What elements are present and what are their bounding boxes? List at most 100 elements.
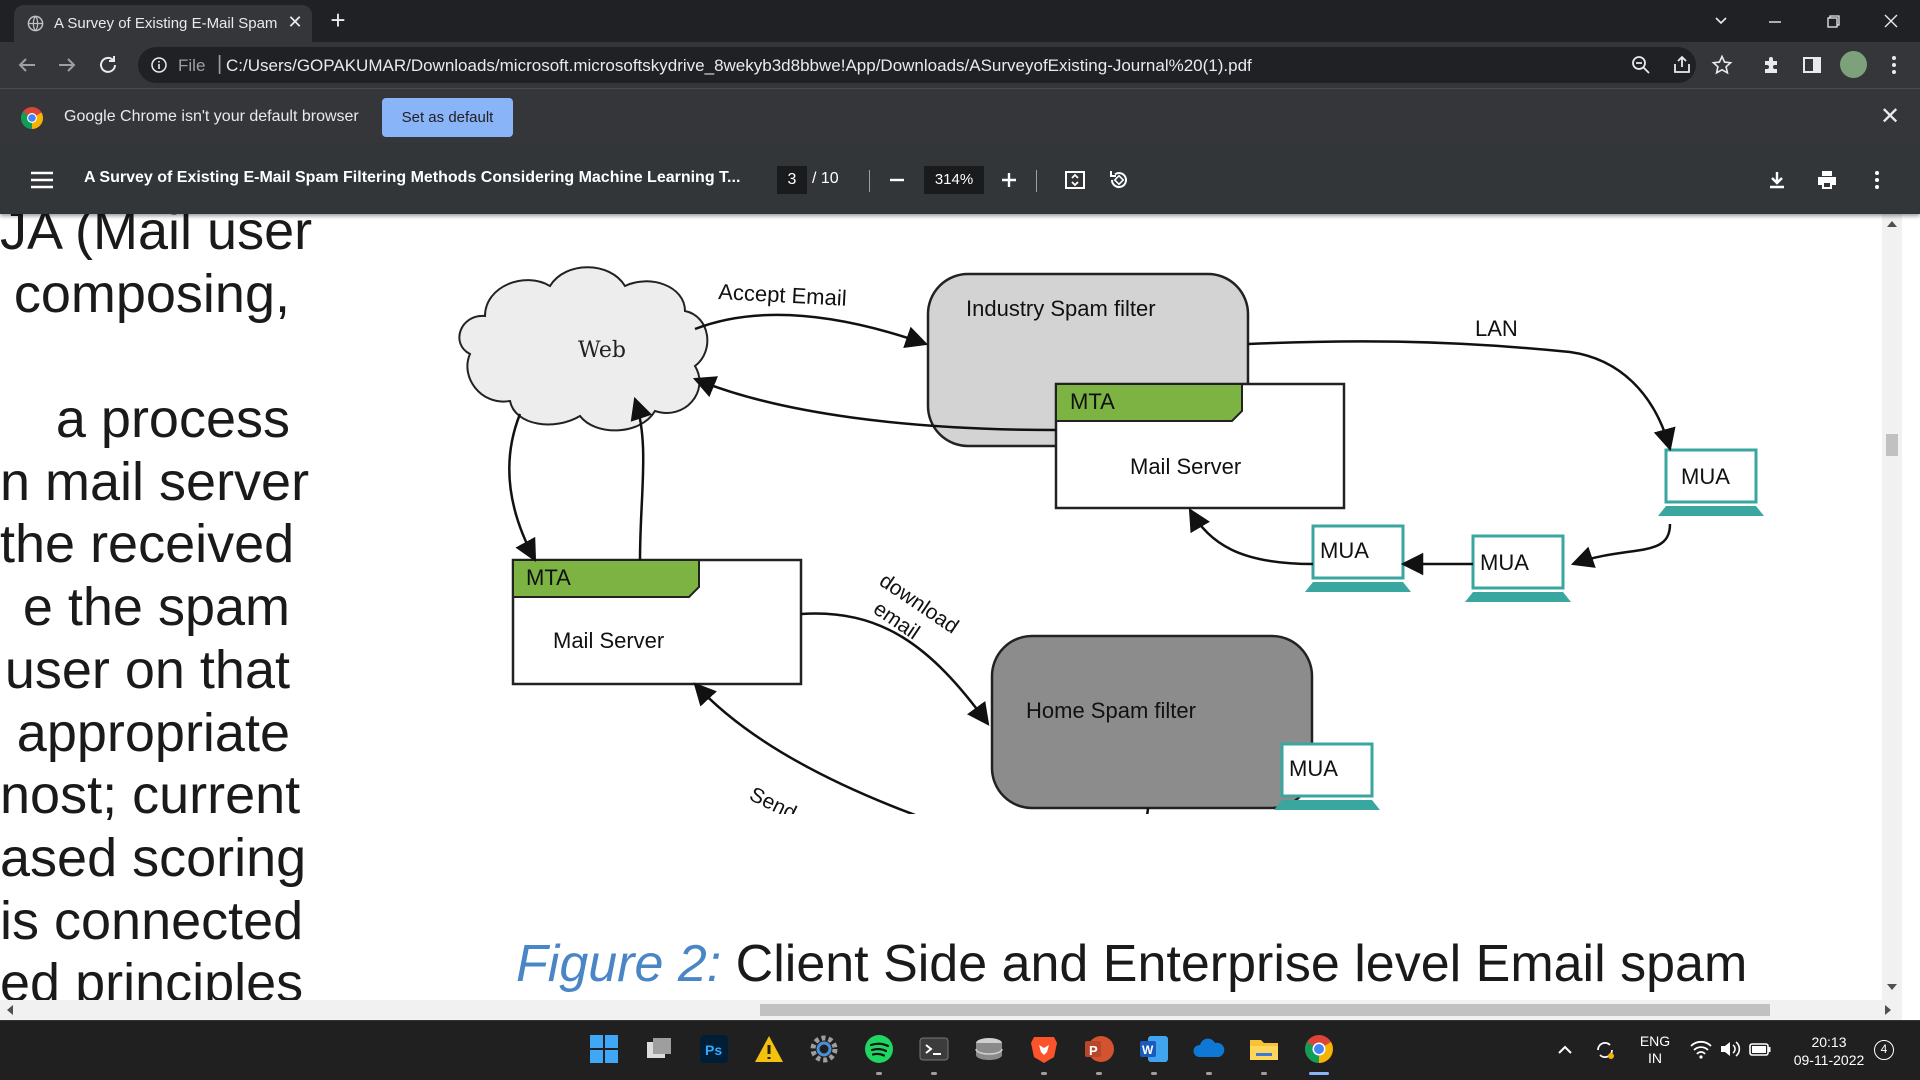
language-indicator[interactable]: ENG IN	[1632, 1033, 1678, 1067]
scroll-right-icon[interactable]	[1885, 1005, 1893, 1015]
notification-badge[interactable]: 4	[1874, 1040, 1894, 1060]
fit-page-icon[interactable]	[1063, 168, 1087, 192]
task-view-icon[interactable]	[643, 1033, 675, 1065]
clock[interactable]: 20:13 09-11-2022	[1786, 1033, 1872, 1069]
toolbar-divider	[1036, 170, 1037, 192]
rotate-icon[interactable]	[1107, 168, 1131, 192]
file-explorer-icon[interactable]	[1248, 1033, 1280, 1065]
horizontal-scrollbar[interactable]	[0, 1000, 1902, 1020]
running-indicator	[1151, 1072, 1157, 1075]
zoom-in-icon[interactable]	[997, 168, 1021, 192]
toolbar-divider	[869, 170, 870, 192]
vertical-scrollbar[interactable]	[1882, 214, 1902, 1000]
side-panel-icon[interactable]	[1801, 54, 1823, 76]
running-indicator	[1206, 1072, 1212, 1075]
lan-label: LAN	[1475, 316, 1518, 341]
mua-terminal-mid: MUA	[1465, 534, 1571, 602]
pdf-viewport[interactable]: JA (Mail user composing, a process n mai…	[0, 214, 1882, 1000]
more-options-icon[interactable]	[1865, 168, 1889, 192]
close-window-icon[interactable]	[1876, 6, 1906, 36]
back-icon[interactable]	[13, 51, 41, 79]
scroll-down-icon[interactable]	[1887, 984, 1897, 992]
hamburger-menu-icon[interactable]	[29, 168, 55, 192]
mta-left-label: MTA	[526, 565, 571, 590]
chevron-up-icon[interactable]	[1557, 1043, 1573, 1055]
clock-time: 20:13	[1811, 1034, 1847, 1050]
powerpoint-icon[interactable]: P	[1083, 1033, 1115, 1065]
new-tab-button[interactable]: +	[330, 5, 346, 35]
photoshop-icon[interactable]: Ps	[698, 1033, 730, 1065]
start-menu-icon[interactable]	[588, 1033, 620, 1065]
chrome-taskbar-icon[interactable]	[1303, 1033, 1335, 1065]
info-icon[interactable]	[150, 56, 168, 74]
pdf-title: A Survey of Existing E-Mail Spam Filteri…	[84, 169, 741, 186]
mail-server-top: MTA Mail Server	[1054, 382, 1346, 510]
infobar-close-icon[interactable]: ✕	[1879, 103, 1901, 130]
tab-search-icon[interactable]	[1706, 6, 1736, 36]
zoom-out-icon[interactable]	[885, 168, 909, 192]
home-spam-filter: Home Spam filter	[990, 634, 1314, 810]
url-scheme: File	[178, 56, 206, 75]
web-label: Web	[578, 338, 626, 363]
active-app-indicator	[1309, 1072, 1329, 1075]
mua-mid-label: MUA	[1480, 550, 1529, 575]
volume-icon[interactable]	[1719, 1039, 1741, 1059]
scroll-left-icon[interactable]	[5, 1005, 13, 1015]
spotify-icon[interactable]	[863, 1033, 895, 1065]
page-number-input[interactable]: 3	[777, 166, 807, 194]
body-line	[0, 325, 290, 388]
pdf-toolbar: A Survey of Existing E-Mail Spam Filteri…	[0, 146, 1920, 214]
infobar-message: Google Chrome isn't your default browser	[64, 108, 359, 125]
language-code: ENG	[1639, 1033, 1671, 1049]
terminal-icon[interactable]	[918, 1033, 950, 1065]
url-text[interactable]: C:/Users/GOPAKUMAR/Downloads/microsoft.m…	[226, 56, 1252, 75]
zoom-level-input[interactable]: 314%	[924, 166, 984, 194]
download-icon[interactable]	[1765, 168, 1789, 192]
chrome-menu-icon[interactable]	[1883, 54, 1905, 76]
battery-icon[interactable]	[1748, 1039, 1772, 1059]
warning-app-icon[interactable]	[753, 1033, 785, 1065]
tab-strip: A Survey of Existing E-Mail Spam ✕ +	[0, 0, 1920, 42]
brave-browser-icon[interactable]	[1028, 1033, 1060, 1065]
body-line: ased scoring	[0, 827, 307, 888]
industry-spam-filter-label: Industry Spam filter	[966, 296, 1156, 321]
mail-server-left: MTA Mail Server	[511, 558, 803, 686]
horizontal-scroll-thumb[interactable]	[760, 1004, 1770, 1016]
tab-active[interactable]: A Survey of Existing E-Mail Spam ✕	[14, 5, 312, 42]
windows-taskbar: Ps P	[0, 1020, 1920, 1080]
body-line: n mail server	[0, 451, 310, 512]
disk-drive-icon[interactable]	[973, 1033, 1005, 1065]
restore-icon[interactable]	[1818, 6, 1848, 36]
address-bar[interactable]: File | C:/Users/GOPAKUMAR/Downloads/micr…	[138, 47, 1696, 83]
default-browser-infobar: Google Chrome isn't your default browser…	[0, 88, 1920, 146]
tab-close-icon[interactable]: ✕	[287, 12, 303, 32]
body-line: nost; current	[0, 765, 301, 826]
vertical-scroll-thumb[interactable]	[1886, 434, 1898, 456]
print-icon[interactable]	[1815, 168, 1839, 192]
bookmark-star-icon[interactable]	[1711, 54, 1733, 76]
share-icon[interactable]	[1671, 54, 1693, 76]
caption-text: Client Side and Enterprise level Email s…	[735, 935, 1748, 993]
mta-top-label: MTA	[1070, 389, 1115, 414]
minimize-icon[interactable]	[1760, 6, 1790, 36]
scroll-up-icon[interactable]	[1887, 219, 1897, 227]
settings-gear-icon[interactable]	[808, 1033, 840, 1065]
zoom-icon[interactable]	[1630, 54, 1652, 76]
powerpoint-label: P	[1089, 1043, 1098, 1058]
mua-home-label: MUA	[1289, 756, 1338, 781]
globe-icon	[27, 15, 44, 32]
body-text: JA (Mail user composing, a process n mai…	[0, 214, 312, 1000]
reload-icon[interactable]	[94, 51, 122, 79]
mua-lan-label: MUA	[1681, 464, 1730, 489]
region-code: IN	[1648, 1050, 1662, 1066]
onedrive-icon[interactable]	[1193, 1033, 1225, 1065]
forward-icon[interactable]	[53, 51, 81, 79]
profile-avatar[interactable]	[1840, 51, 1867, 78]
set-default-button[interactable]: Set as default	[382, 98, 513, 137]
wifi-icon[interactable]	[1690, 1039, 1712, 1059]
word-icon[interactable]: W	[1138, 1033, 1170, 1065]
sync-icon[interactable]	[1594, 1039, 1616, 1061]
extensions-icon[interactable]	[1761, 54, 1783, 76]
send-email-label: Send email	[746, 783, 851, 814]
mua-terminal-lan: MUA	[1658, 448, 1764, 516]
